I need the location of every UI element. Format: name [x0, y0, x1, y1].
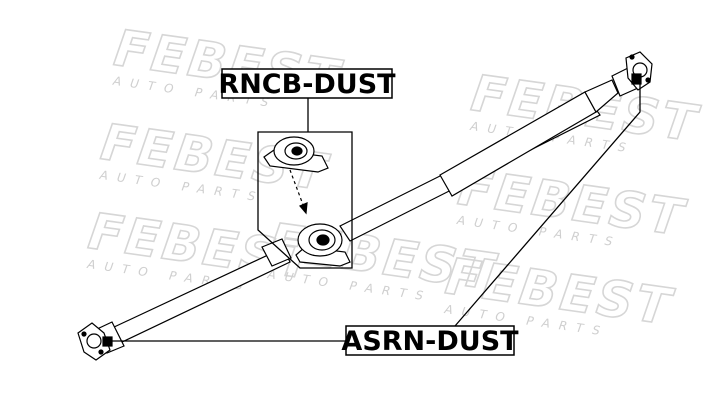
bearing-bore	[316, 234, 330, 246]
flange-rear-bolt	[98, 349, 104, 355]
explode-arrow-line	[289, 169, 306, 211]
label-rncb-text: RNCB-DUST	[218, 69, 396, 100]
shaft-taper-front	[584, 79, 619, 113]
flange-front-boot-marker	[631, 73, 642, 85]
flange-front-bolt	[645, 77, 651, 83]
explode-arrow-head	[299, 202, 308, 215]
label-asrn-box	[345, 325, 515, 356]
flange-rear-bolt	[81, 331, 87, 337]
label-asrn: ASRN-DUST	[341, 325, 519, 357]
flange-rear-hub	[86, 333, 102, 349]
label-asrn-text: ASRN-DUST	[341, 326, 519, 357]
label-rncb-box	[221, 68, 393, 99]
exploded-bore	[291, 146, 303, 156]
center-bearing-exploded	[263, 136, 329, 215]
bearing-callout-outline	[257, 131, 353, 269]
center-bearing-mounted	[295, 223, 351, 267]
shaft-joint-rear	[261, 238, 292, 267]
label-rncb: RNCB-DUST	[218, 68, 396, 100]
flange-rear	[77, 322, 113, 361]
flange-front	[625, 51, 653, 91]
flange-rear-boot-marker	[102, 336, 113, 347]
flange-front-bolt	[629, 54, 635, 60]
driveshaft	[94, 67, 639, 354]
bearing-callout-frame	[257, 131, 353, 269]
leader-asrn-front	[454, 84, 641, 327]
leader-lines	[112, 84, 641, 342]
